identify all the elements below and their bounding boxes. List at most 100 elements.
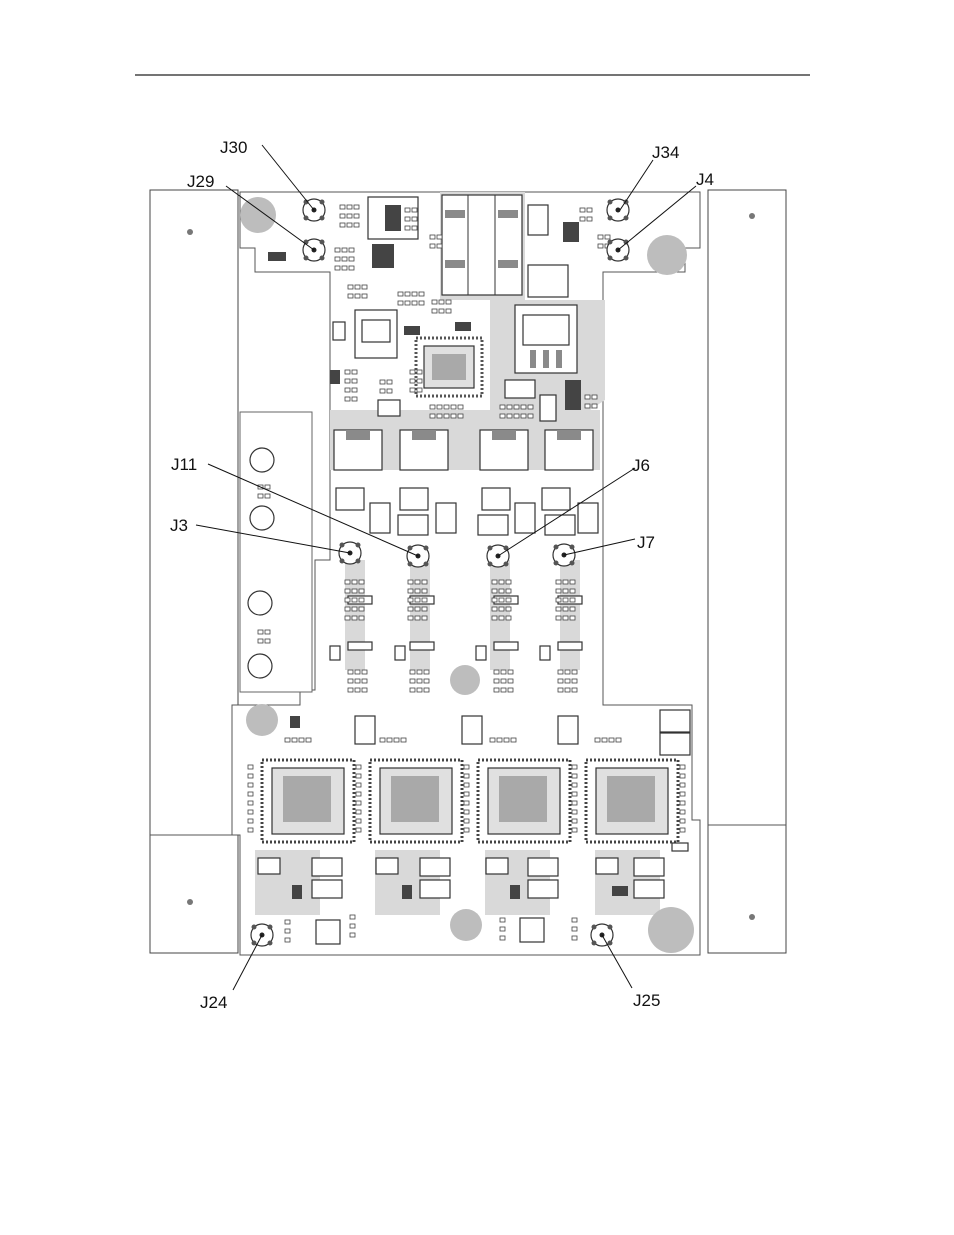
smd-part [500, 936, 505, 940]
smd-part [680, 792, 685, 796]
smd-part [572, 819, 577, 823]
smd-part [492, 589, 497, 593]
smd-part [572, 792, 577, 796]
smd-part [248, 783, 253, 787]
smd-part [335, 266, 340, 270]
smd-part [572, 918, 577, 922]
smd-part [430, 414, 435, 418]
smd-part [350, 933, 355, 937]
smd-part [464, 783, 469, 787]
smd-part [558, 679, 563, 683]
label-j4: J4 [696, 170, 714, 189]
smd-part [359, 589, 364, 593]
smd-part [602, 738, 607, 742]
smd-part [464, 828, 469, 832]
smd-part [348, 688, 353, 692]
smd-part [345, 379, 350, 383]
smd-part [410, 688, 415, 692]
smd-part [412, 292, 417, 296]
smd-part [572, 688, 577, 692]
smd-part [508, 679, 513, 683]
smd-part [405, 226, 410, 230]
smd-part [565, 688, 570, 692]
smd-part [352, 388, 357, 392]
smd-part [348, 679, 353, 683]
smd-part [432, 300, 437, 304]
smd-part [412, 226, 417, 230]
smd-part [563, 607, 568, 611]
smd-part [511, 738, 516, 742]
smd-part [356, 792, 361, 796]
smd-part [572, 801, 577, 805]
smd-part [570, 598, 575, 602]
smd-part [359, 580, 364, 584]
smd-part [439, 300, 444, 304]
smd-part [422, 589, 427, 593]
smd-part [572, 774, 577, 778]
smd-part [387, 380, 392, 384]
smd-part [408, 589, 413, 593]
smd-part [499, 580, 504, 584]
smd-part [500, 405, 505, 409]
smd-part [345, 388, 350, 392]
smd-part [570, 589, 575, 593]
smd-part [352, 580, 357, 584]
smd-part [499, 607, 504, 611]
smd-part [556, 616, 561, 620]
smd-part [417, 379, 422, 383]
smd-part [354, 205, 359, 209]
smd-part [580, 208, 585, 212]
smd-part [359, 607, 364, 611]
smd-part [501, 670, 506, 674]
smd-part [345, 370, 350, 374]
smd-part [299, 738, 304, 742]
smd-part [422, 616, 427, 620]
smd-part [565, 670, 570, 674]
smd-part [680, 828, 685, 832]
smd-part [464, 819, 469, 823]
smd-part [451, 405, 456, 409]
smd-part [349, 257, 354, 261]
smd-part [248, 792, 253, 796]
smd-part [500, 918, 505, 922]
smd-part [345, 616, 350, 620]
label-j3: J3 [170, 516, 188, 535]
smd-part [422, 607, 427, 611]
smd-part [506, 607, 511, 611]
smd-part [500, 927, 505, 931]
smd-part [492, 580, 497, 584]
smd-part [345, 598, 350, 602]
smd-part [356, 801, 361, 805]
smd-part [335, 257, 340, 261]
smd-part [501, 679, 506, 683]
smd-part [408, 580, 413, 584]
smd-part [572, 936, 577, 940]
smd-part [572, 765, 577, 769]
smd-part [444, 405, 449, 409]
smd-part [356, 765, 361, 769]
smd-part [408, 616, 413, 620]
label-j7: J7 [637, 533, 655, 552]
smd-part [410, 679, 415, 683]
smd-part [410, 388, 415, 392]
smd-part [348, 294, 353, 298]
smd-part [565, 679, 570, 683]
smd-part [417, 670, 422, 674]
smd-part [570, 607, 575, 611]
smd-part [514, 405, 519, 409]
smd-part [248, 801, 253, 805]
smd-part [451, 414, 456, 418]
smd-part [405, 292, 410, 296]
left-frame [150, 190, 238, 953]
smd-part [609, 738, 614, 742]
smd-part [556, 589, 561, 593]
smd-part [556, 580, 561, 584]
smd-part [570, 580, 575, 584]
smd-part [521, 405, 526, 409]
smd-part [248, 765, 253, 769]
smd-part [401, 738, 406, 742]
smd-part [356, 810, 361, 814]
smd-part [410, 670, 415, 674]
smd-part [345, 589, 350, 593]
smd-part [616, 738, 621, 742]
